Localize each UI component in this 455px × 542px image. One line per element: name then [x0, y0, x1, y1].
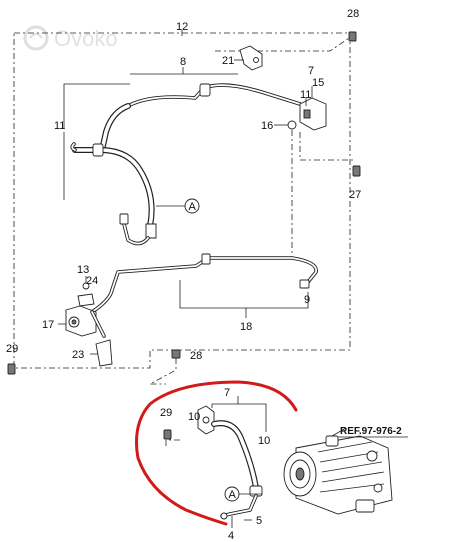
part-number-labels: 28 12 8 21 7 15 11 11 16 27 13 24 9 17 1… [6, 8, 361, 542]
liquid-pipe-18 [90, 253, 318, 318]
nut-16 [274, 120, 297, 130]
label-28-top: 28 [347, 8, 359, 20]
label-23: 23 [72, 349, 84, 361]
label-17: 17 [42, 319, 54, 331]
label-13: 13 [77, 264, 89, 276]
label-28-mid: 28 [190, 350, 202, 362]
label-16: 16 [261, 120, 273, 132]
assembly-boundary [13, 32, 351, 369]
watermark-text: Ovoko [54, 26, 118, 51]
discharge-hose-assembly [163, 396, 267, 528]
callout-a-lower-text: A [229, 489, 237, 501]
label-29-bottom: 29 [160, 407, 172, 419]
label-11-left: 11 [54, 120, 65, 132]
label-10-a: 10 [188, 411, 200, 423]
fitting-15 [299, 86, 327, 131]
callout-a-upper-text: A [189, 201, 197, 213]
clip-27 [352, 165, 361, 177]
bracket-23 [90, 310, 113, 367]
label-11-right: 11 [300, 89, 311, 101]
label-29-left: 29 [6, 343, 18, 355]
label-7-bottom: 7 [224, 387, 230, 399]
expansion-valve-assembly [58, 276, 97, 337]
suction-hose-upper [70, 83, 302, 246]
callout-a-lower: A [224, 486, 262, 502]
label-4: 4 [228, 530, 234, 542]
label-7-top: 7 [308, 65, 314, 77]
highlight-stroke [135, 380, 298, 526]
label-5: 5 [256, 515, 262, 527]
label-8: 8 [180, 56, 186, 68]
label-9: 9 [304, 294, 310, 306]
clip-28-mid [149, 349, 181, 385]
watermark-logo: Ovoko [23, 25, 118, 51]
reference-label: REF.97-976-2 [338, 426, 408, 438]
label-21: 21 [222, 55, 234, 67]
bracket-21 [234, 45, 263, 71]
label-15: 15 [312, 77, 324, 89]
label-10-b: 10 [258, 435, 270, 447]
label-18: 18 [240, 321, 252, 333]
ref-text: REF.97-976-2 [340, 426, 402, 437]
label-27: 27 [349, 189, 361, 201]
label-24: 24 [86, 275, 98, 287]
compressor [283, 427, 393, 515]
callout-a-upper: A [156, 198, 200, 214]
clip-29-left [7, 363, 16, 375]
clip-28-top [348, 31, 357, 42]
label-12: 12 [176, 21, 188, 33]
